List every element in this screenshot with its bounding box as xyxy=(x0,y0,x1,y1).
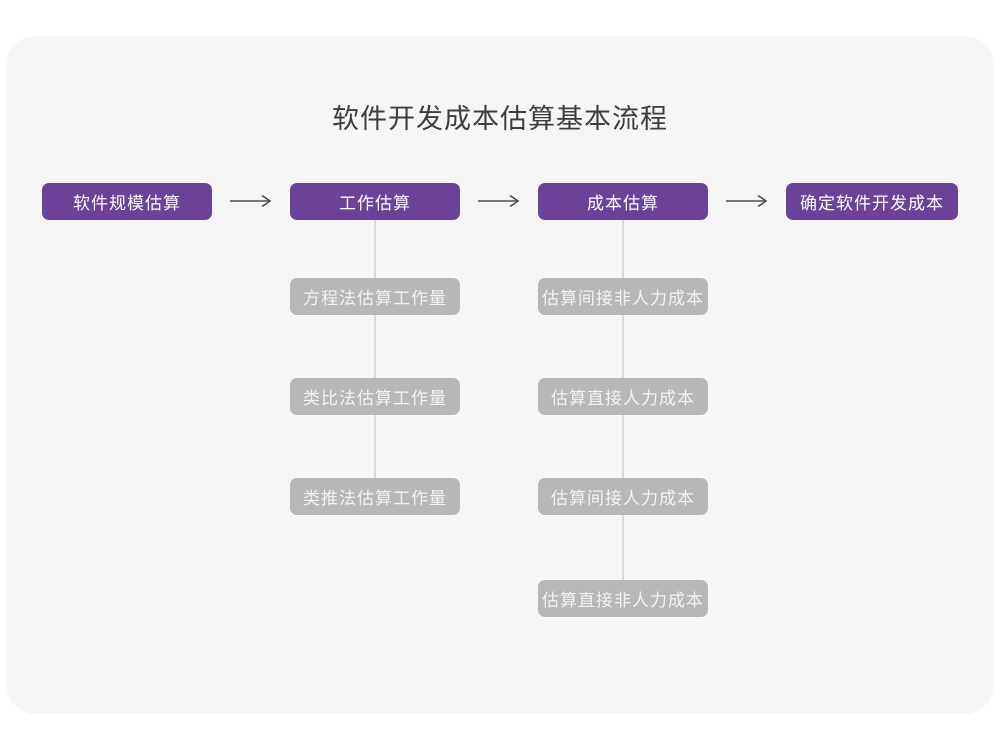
right-arrow-icon xyxy=(229,194,273,208)
flow-step-software-size-estimation: 软件规模估算 xyxy=(42,183,212,220)
sub-step-indirect-nonlabor-cost: 估算间接非人力成本 xyxy=(538,278,708,315)
right-arrow-icon xyxy=(725,194,769,208)
flow-step-label: 工作估算 xyxy=(339,194,411,213)
sub-step-label: 估算间接非人力成本 xyxy=(542,289,704,308)
sub-step-direct-labor-cost: 估算直接人力成本 xyxy=(538,378,708,415)
flow-step-label: 软件规模估算 xyxy=(73,194,181,213)
flow-step-label: 确定软件开发成本 xyxy=(800,194,944,213)
connector-line-work-estimation xyxy=(374,219,376,481)
flow-step-determine-cost: 确定软件开发成本 xyxy=(786,183,958,220)
sub-step-indirect-labor-cost: 估算间接人力成本 xyxy=(538,478,708,515)
sub-step-direct-nonlabor-cost: 估算直接非人力成本 xyxy=(538,580,708,617)
sub-step-analogy-method: 类比法估算工作量 xyxy=(290,378,460,415)
sub-step-label: 估算直接人力成本 xyxy=(551,389,695,408)
sub-step-label: 估算直接非人力成本 xyxy=(542,591,704,610)
flow-step-work-estimation: 工作估算 xyxy=(290,183,460,220)
right-arrow-icon xyxy=(477,194,521,208)
flow-step-label: 成本估算 xyxy=(587,194,659,213)
sub-step-extrapolation-method: 类推法估算工作量 xyxy=(290,478,460,515)
flow-step-cost-estimation: 成本估算 xyxy=(538,183,708,220)
sub-step-label: 类推法估算工作量 xyxy=(303,489,447,508)
diagram-card xyxy=(6,36,994,714)
diagram-title: 软件开发成本估算基本流程 xyxy=(332,104,668,134)
sub-step-label: 方程法估算工作量 xyxy=(303,289,447,308)
sub-step-equation-method: 方程法估算工作量 xyxy=(290,278,460,315)
sub-step-label: 估算间接人力成本 xyxy=(551,489,695,508)
sub-step-label: 类比法估算工作量 xyxy=(303,389,447,408)
